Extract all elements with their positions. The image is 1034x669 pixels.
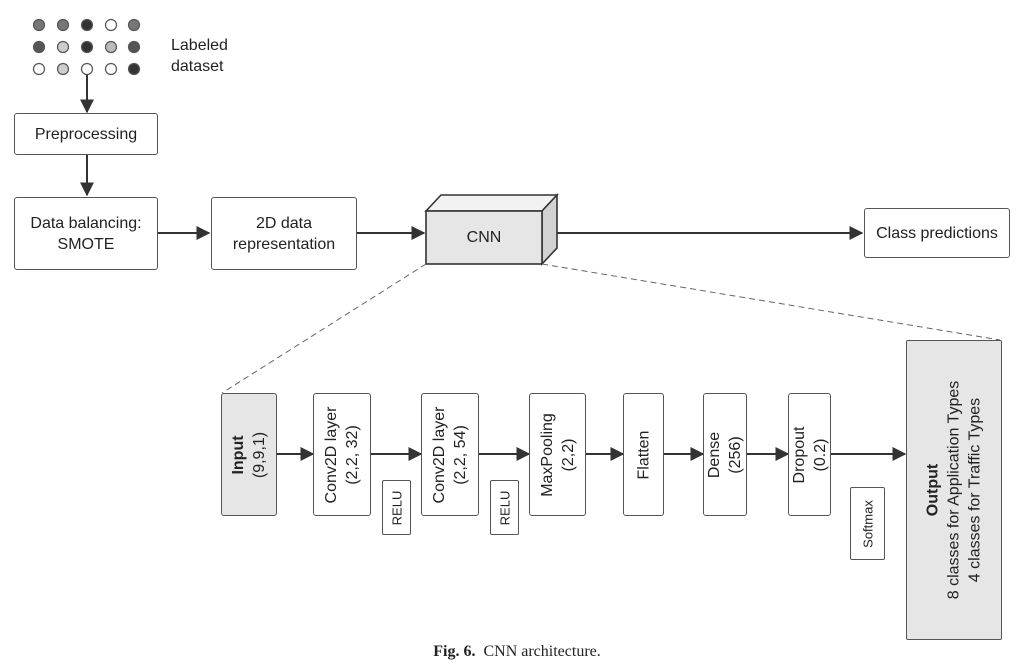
predictions-label: Class predictions (876, 224, 998, 242)
relu2-tag: RELU (490, 480, 519, 535)
dense-layer-box: Dense(256) (703, 393, 747, 516)
representation-box: 2D data representation (211, 197, 357, 270)
conv2-layer-title: Conv2D layer (431, 406, 448, 503)
cnn-label: CNN (466, 229, 502, 246)
preprocessing-label: Preprocessing (34, 125, 138, 143)
maxpool-layer-box: MaxPooling(2,2) (529, 393, 586, 516)
input-layer-box: Input(9,9,1) (221, 393, 277, 516)
conv1-layer-box: Conv2D layer(2,2, 32) (313, 393, 371, 516)
relu1-tag: RELU (382, 480, 411, 535)
predictions-box: Class predictions (864, 208, 1010, 258)
dataset-label: Labeled dataset (171, 35, 228, 77)
dropout-layer-title: Dropout (790, 426, 808, 483)
maxpool-layer-params: (2,2) (559, 438, 577, 471)
output-layer-line1: 8 classes for Application Types (945, 380, 963, 600)
output-layer-line2: 4 classes for Traffic Types (966, 397, 984, 583)
figure-caption: Fig. 6. CNN architecture. (0, 643, 1034, 661)
input-layer-shape: (9,9,1) (251, 431, 268, 478)
softmax-label: Softmax (860, 499, 875, 548)
balancing-label-line2: SMOTE (57, 235, 115, 253)
relu1-label: RELU (389, 490, 404, 525)
conv1-layer-title: Conv2D layer (323, 406, 340, 503)
preprocessing-box: Preprocessing (14, 113, 158, 155)
representation-label-line1: 2D data (255, 214, 313, 232)
flatten-layer-box: Flatten (623, 393, 664, 516)
figure-number: Fig. 6. (433, 643, 476, 660)
representation-label-line2: representation (232, 235, 336, 253)
input-layer-title: Input (230, 434, 247, 475)
conv2-layer-params: (2,2, 54) (452, 424, 469, 485)
softmax-tag: Softmax (850, 487, 885, 560)
figure-caption-text: CNN architecture. (483, 643, 601, 660)
flatten-layer-title: Flatten (635, 430, 652, 479)
balancing-label-line1: Data balancing: (30, 214, 142, 232)
cnn-block (424, 192, 559, 267)
dropout-layer-box: Dropout(0.2) (788, 393, 831, 516)
relu2-label: RELU (497, 490, 512, 525)
maxpool-layer-title: MaxPooling (538, 412, 556, 497)
conv1-layer-params: (2,2, 32) (344, 424, 361, 485)
dropout-layer-params: (0.2) (811, 438, 829, 471)
dataset-label-line2: dataset (171, 58, 224, 75)
balancing-box: Data balancing: SMOTE (14, 197, 158, 270)
dataset-label-line1: Labeled (171, 37, 228, 54)
conv2-layer-box: Conv2D layer(2,2, 54) (421, 393, 479, 516)
dense-layer-params: (256) (727, 435, 744, 474)
output-layer-title: Output (924, 463, 942, 517)
dense-layer-title: Dense (706, 431, 723, 478)
dataset-dots-icon (32, 18, 141, 76)
zoom-lines (221, 263, 1001, 394)
